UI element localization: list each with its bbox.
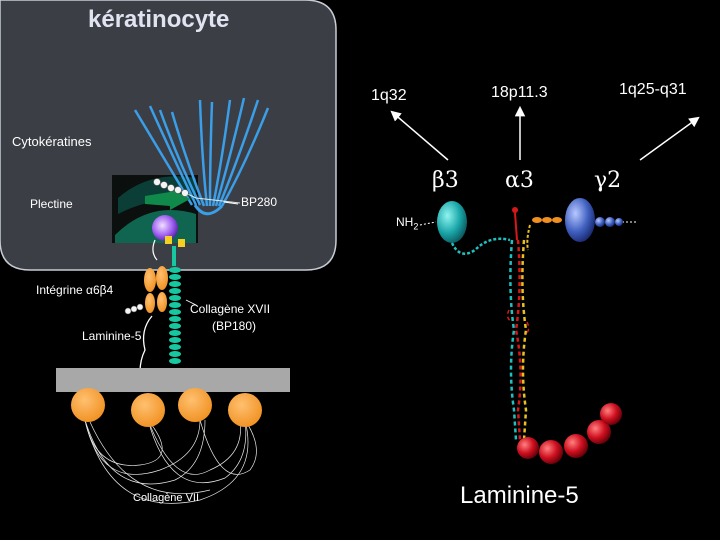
integrin-a6b4 [124, 236, 185, 376]
cytokeratines-label: Cytokératines [12, 134, 92, 149]
title: kératinocyte [88, 6, 230, 33]
gene-arrows [390, 105, 700, 161]
keratin-filaments [133, 97, 270, 216]
nh2-text: NH [396, 215, 414, 229]
collagen-vii-fibrils [84, 419, 257, 504]
bp180-label: (BP180) [212, 319, 257, 333]
gene-beta3-locus: 1q32 [371, 87, 407, 104]
keratinocyte-cell [0, 0, 337, 271]
alpha3-chain-top [512, 207, 518, 241]
beta3-chain [437, 201, 511, 255]
bp280-label: BP280 [241, 195, 278, 209]
bp280-beads [153, 178, 189, 197]
integrine-label: Intégrine α6β4 [36, 283, 114, 297]
collagene-xvii-label: Collagène XVII [190, 302, 271, 316]
lamina-densa [56, 368, 290, 392]
coiled-coil [506, 239, 530, 441]
plectin-sphere [152, 215, 178, 241]
alpha3-g-domains [517, 403, 622, 464]
nh2-label: NH2 [396, 216, 418, 231]
collagen-vii-globes [71, 388, 262, 427]
collagen-xvii [169, 246, 197, 364]
gene-gamma2-locus: 1q25-q31 [619, 81, 687, 98]
plectine-label: Plectine [30, 197, 73, 211]
collagene-vii-label: Collagène VII [133, 492, 200, 504]
chain-beta3-label: β3 [432, 168, 459, 193]
nh2-subscript: 2 [413, 221, 419, 232]
chain-alpha3-label: α3 [505, 168, 534, 193]
chain-gamma2-label: γ2 [594, 168, 622, 193]
laminine5-left-label: Laminine-5 [82, 329, 142, 343]
laminine5-main-label: Laminine-5 [460, 482, 579, 509]
gene-alpha3-locus: 18p11.3 [491, 84, 548, 101]
gamma2-chain [526, 198, 623, 251]
